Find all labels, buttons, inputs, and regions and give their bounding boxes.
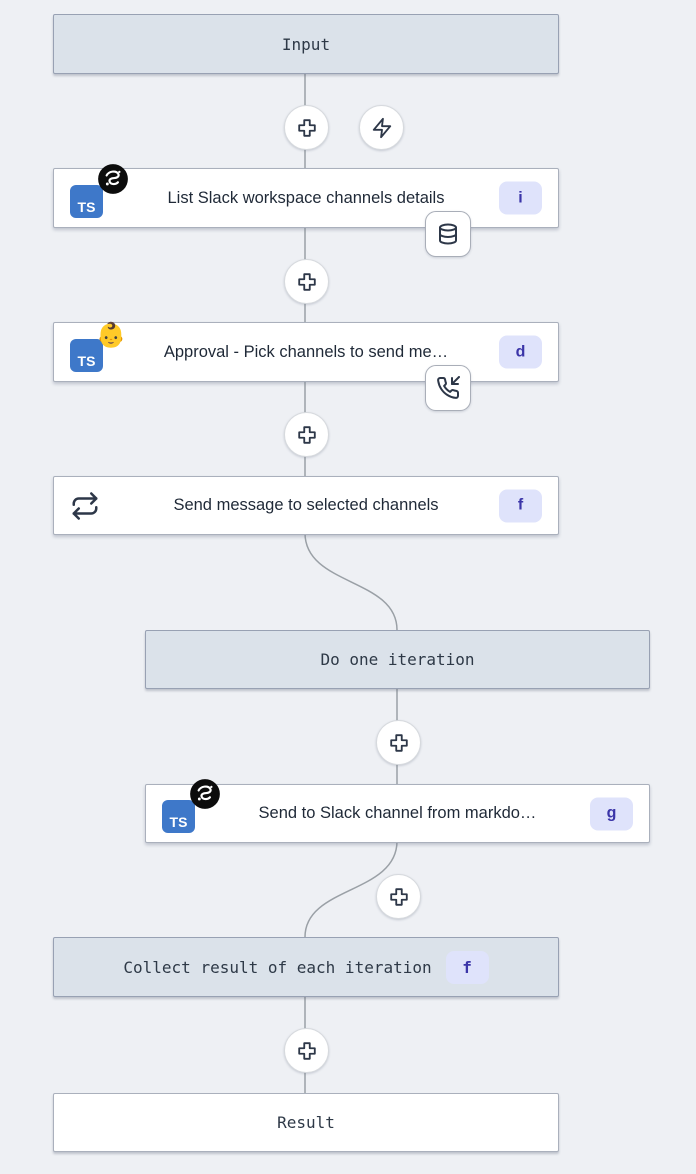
step-id-badge: f xyxy=(499,489,542,522)
input-node-label: Input xyxy=(281,34,331,54)
iteration-header-label: Do one iteration xyxy=(320,650,475,669)
input-node[interactable]: Input xyxy=(53,14,559,74)
plus-icon xyxy=(297,1041,316,1060)
step-id-badge: i xyxy=(499,181,542,215)
collect-result-label: Collect result of each iteration xyxy=(123,957,432,977)
add-step-button-6[interactable] xyxy=(284,1028,329,1073)
collect-result-node[interactable]: Collect result of each iteration f xyxy=(53,937,559,997)
plus-icon xyxy=(297,272,316,291)
result-node-label: Result xyxy=(277,1113,335,1132)
slack-hub-logo-icon xyxy=(98,164,128,194)
step4-icon-cluster: TS xyxy=(162,779,220,833)
plus-icon xyxy=(297,118,316,137)
add-step-button-3[interactable] xyxy=(284,412,329,457)
edge-step3-iteration xyxy=(304,532,398,631)
typescript-icon: TS xyxy=(70,185,103,218)
step1-icon-cluster: TS xyxy=(70,164,128,218)
step-label: Approval - Pick channels to send me… xyxy=(163,342,449,361)
plus-icon xyxy=(389,733,408,752)
step2-icon-cluster: TS 👶 xyxy=(70,324,126,372)
suspend-approval-indicator-button[interactable] xyxy=(425,365,471,411)
step-label: List Slack workspace channels details xyxy=(167,188,445,207)
add-step-button-5[interactable] xyxy=(376,874,421,919)
typescript-icon: TS xyxy=(162,800,195,833)
result-node[interactable]: Result xyxy=(53,1093,559,1152)
database-icon xyxy=(439,223,457,245)
plus-icon xyxy=(389,887,408,906)
trigger-button[interactable] xyxy=(359,105,404,150)
phone-incoming-icon xyxy=(437,376,460,399)
step-node-forloop-send-message[interactable]: Send message to selected channels f xyxy=(53,476,559,535)
step-node-send-to-slack-channel[interactable]: TS Send to Slack channel from markdo… g xyxy=(145,779,650,843)
loop-repeat-icon xyxy=(72,491,98,520)
add-step-button-2[interactable] xyxy=(284,259,329,304)
add-step-button-4[interactable] xyxy=(376,720,421,765)
slack-hub-logo-icon xyxy=(190,779,220,809)
step-node-approval-pick-channels[interactable]: TS 👶 Approval - Pick channels to send me… xyxy=(53,322,559,382)
step-id-badge: f xyxy=(445,950,489,984)
zap-icon xyxy=(372,117,391,138)
step-node-list-slack-channels[interactable]: TS List Slack workspace channels details… xyxy=(53,164,559,228)
step-label: Send to Slack channel from markdo… xyxy=(258,804,537,822)
typescript-icon: TS xyxy=(70,339,103,372)
plus-icon xyxy=(297,425,316,444)
edge-step4-collect xyxy=(304,840,398,938)
baby-emoji-icon: 👶 xyxy=(96,322,126,349)
step-label: Send message to selected channels xyxy=(173,496,439,514)
add-step-button-1[interactable] xyxy=(284,105,329,150)
step-id-badge: d xyxy=(499,335,542,369)
iteration-header-node[interactable]: Do one iteration xyxy=(145,630,650,689)
cache-indicator-button[interactable] xyxy=(425,211,471,257)
step-id-badge: g xyxy=(590,797,633,830)
